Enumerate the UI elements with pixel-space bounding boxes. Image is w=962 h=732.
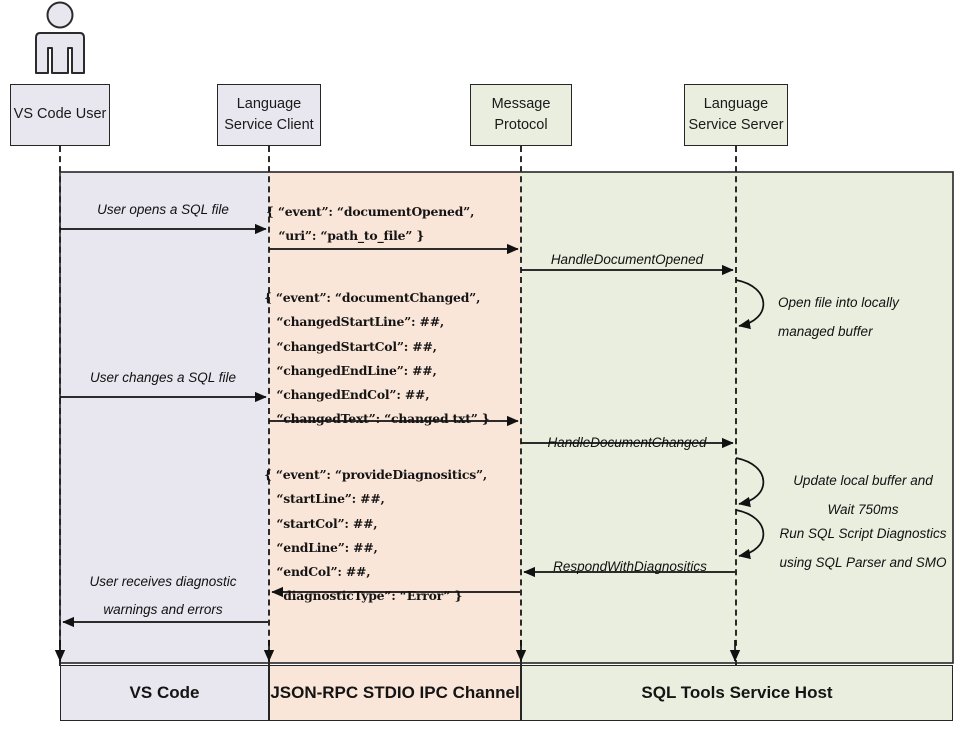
label-user-receives-diagnostics-line2: warnings and errors [103, 602, 223, 617]
bottom-bar-ipc-channel[interactable]: JSON-RPC STDIO IPC Channel [269, 665, 521, 721]
label-user-receives-diagnostics-line1: User receives diagnostic [89, 574, 237, 589]
note-open-file-into-buffer: Open file into locally managed buffer [778, 288, 899, 346]
bottom-bar-service-host[interactable]: SQL Tools Service Host [521, 665, 953, 721]
json-line: { “event”: “provideDiagnositics”, [264, 467, 488, 482]
note-line: using SQL Parser and SMO [779, 555, 947, 570]
json-line: “startCol”: ##, [264, 515, 378, 531]
json-line: “changedEndCol”: ##, [264, 387, 430, 403]
label-handle-document-changed: HandleDocumentChanged [547, 435, 707, 450]
bottom-bar-label: VS Code [129, 683, 200, 702]
participant-label-line1: Language [703, 95, 769, 112]
note-line: Open file into locally [778, 295, 899, 310]
json-line: { “event”: “documentChanged”, [264, 290, 481, 305]
note-run-sql-script-diagnostics: Run SQL Script Diagnostics using SQL Par… [770, 519, 956, 577]
label-handle-document-opened: HandleDocumentOpened [550, 252, 704, 267]
participant-language-service-server[interactable]: Language Service Server [684, 84, 788, 146]
json-payload-document-changed: { “event”: “documentChanged”, “changedSt… [264, 286, 490, 432]
json-line: “changedText”: “changed txt” } [264, 411, 490, 427]
participant-label-line2: Service Client [224, 117, 314, 133]
json-payload-provide-diagnositics: { “event”: “provideDiagnositics”, “start… [264, 463, 487, 609]
json-line: “uri”: “path_to_file” } [266, 228, 425, 244]
band-service-host [521, 172, 953, 663]
label-user-opens-sql-file: User opens a SQL file [97, 202, 229, 217]
json-line: “endLine”: ##, [264, 539, 378, 555]
note-update-buffer-wait: Update local buffer and Wait 750ms [770, 466, 956, 524]
label-respond-with-diagnositics: RespondWithDiagnositics [553, 559, 707, 574]
actor-vs-code-user-figure [35, 1, 85, 74]
json-line: “endCol”: ##, [264, 564, 371, 580]
participant-message-protocol[interactable]: Message Protocol [470, 84, 572, 146]
participant-language-service-client[interactable]: Language Service Client [217, 84, 321, 146]
json-line: “changedStartLine”: ##, [264, 314, 445, 330]
bottom-bar-label: SQL Tools Service Host [641, 683, 833, 702]
participant-label-line1: Language [236, 95, 302, 112]
lifeline-language-service-server [735, 146, 737, 666]
json-line: “startLine”: ##, [264, 491, 385, 507]
participant-vs-code-user[interactable]: VS Code User [10, 84, 110, 146]
json-line: “diagnosticType”: “Error” } [264, 588, 463, 604]
participant-label-line2: Protocol [494, 117, 548, 133]
bottom-bar-label: JSON-RPC STDIO IPC Channel [270, 683, 520, 702]
json-line: “changedStartCol”: ##, [264, 338, 437, 354]
label-user-changes-sql-file: User changes a SQL file [89, 370, 237, 385]
note-line: Run SQL Script Diagnostics [779, 526, 947, 541]
band-vs-code [60, 172, 269, 663]
participant-label-line1: Message [491, 95, 551, 112]
note-line: managed buffer [778, 324, 873, 339]
note-line: Wait 750ms [827, 502, 899, 517]
participant-label: VS Code User [13, 106, 107, 123]
participant-label-line2: Service Server [688, 117, 784, 133]
note-line: Update local buffer and [793, 473, 933, 488]
lifeline-message-protocol [520, 146, 522, 666]
json-line: “changedEndLine”: ##, [264, 362, 437, 378]
json-line: { “event”: “documentOpened”, [266, 204, 475, 219]
bottom-bar-vs-code[interactable]: VS Code [60, 665, 269, 721]
json-payload-document-opened: { “event”: “documentOpened”, “uri”: “pat… [266, 200, 474, 249]
